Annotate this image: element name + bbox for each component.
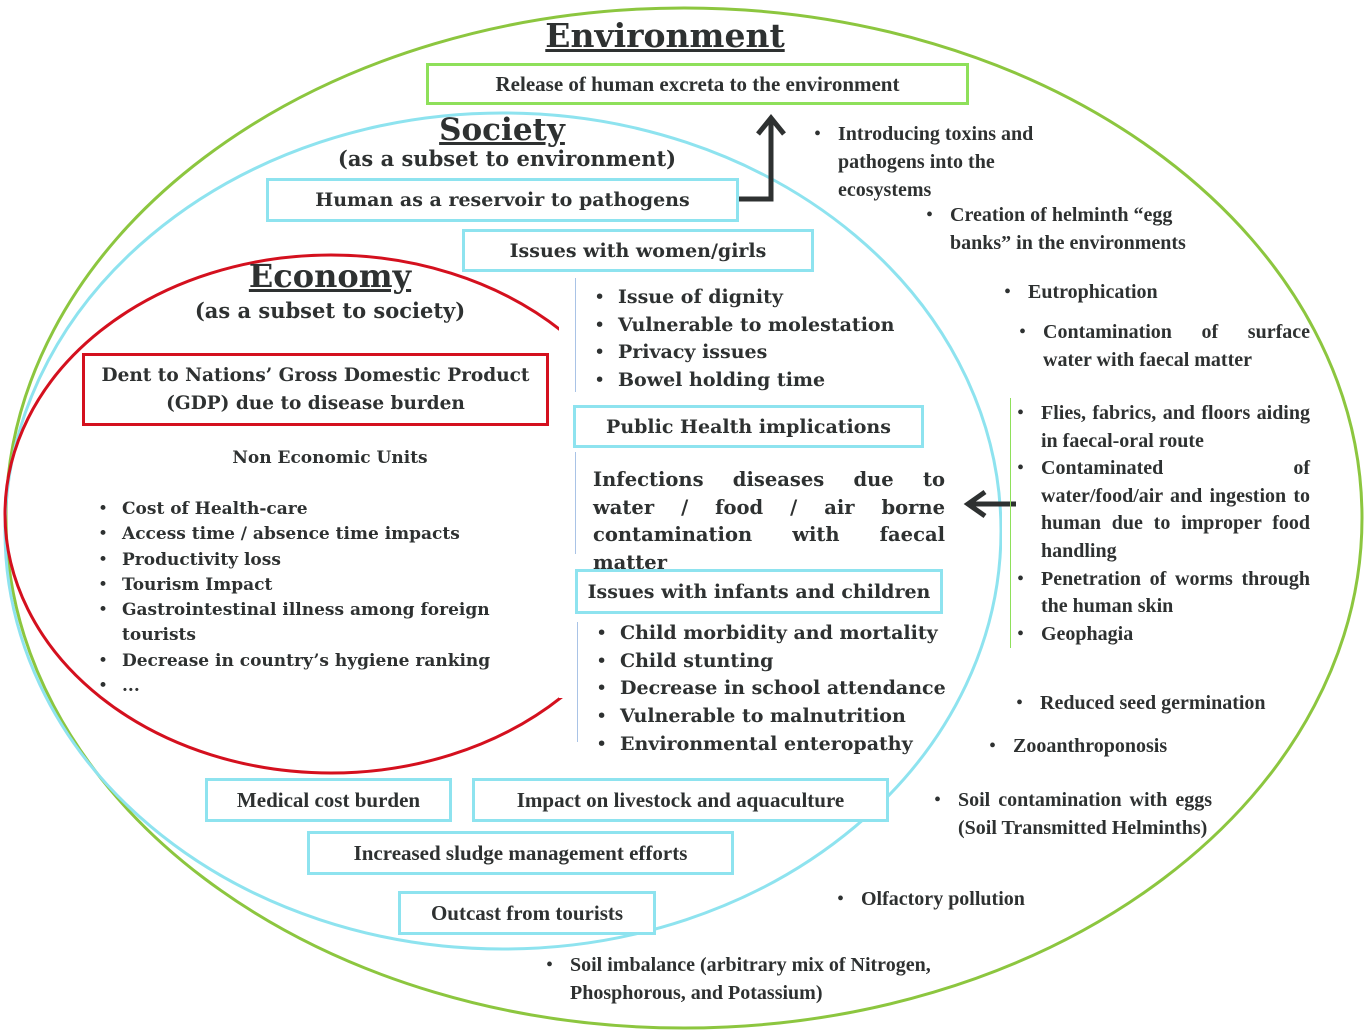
list-item: Flies, fabrics, and floors aiding in fae…	[1013, 400, 1310, 455]
list-item: Gastrointestinal illness among foreign t…	[94, 598, 514, 649]
list-item: Creation of helminth “egg banks” in the …	[922, 201, 1232, 257]
list-item: Access time / absence time impacts	[94, 522, 514, 548]
environment-effect-olfactory: Olfactory pollution	[833, 885, 1093, 913]
gdp-box-text: Dent to Nations’ Gross Domestic Product …	[101, 364, 530, 414]
public-health-text: Infections diseases due to water / food …	[593, 468, 945, 574]
list-item: Contaminated of water/food/air and inges…	[1013, 455, 1310, 565]
non-economic-heading: Non Economic Units	[232, 448, 428, 468]
environment-effect-toxins: Introducing toxins and pathogens into th…	[810, 120, 1070, 204]
list-item: Eutrophication	[1000, 278, 1250, 306]
environment-box: Release of human excreta to the environm…	[426, 63, 969, 105]
list-item: Child morbidity and mortality	[592, 620, 972, 648]
list-item: Bowel holding time	[590, 367, 920, 395]
list-item: Penetration of worms through the human s…	[1013, 566, 1310, 621]
women-girls-box: Issues with women/girls	[462, 229, 814, 272]
list-item: ...	[94, 674, 514, 700]
economy-items-list: Cost of Health-care Access time / absenc…	[94, 497, 514, 700]
women-issues-list: Issue of dignity Vulnerable to molestati…	[590, 284, 920, 395]
list-item: Zooanthroponosis	[985, 732, 1265, 760]
children-issues-list: Child morbidity and mortality Child stun…	[592, 620, 972, 759]
list-item: Decrease in country’s hygiene ranking	[94, 649, 514, 675]
list-item: Privacy issues	[590, 339, 920, 367]
medical-cost-box: Medical cost burden	[205, 778, 452, 822]
society-subtitle: (as a subset to environment)	[337, 146, 677, 171]
gdp-box: Dent to Nations’ Gross Domestic Product …	[82, 353, 549, 426]
economy-title: Economy	[248, 257, 412, 295]
environment-effect-seed: Reduced seed germination	[1012, 689, 1332, 717]
economy-subtitle: (as a subset to society)	[194, 298, 466, 323]
infants-children-box: Issues with infants and children	[575, 569, 943, 614]
transmission-routes-list: Flies, fabrics, and floors aiding in fae…	[1013, 400, 1310, 648]
list-item: Introducing toxins and pathogens into th…	[810, 120, 1070, 204]
environment-effect-surface-water: Contamination of surface water with faec…	[1015, 318, 1310, 374]
list-item: Issue of dignity	[590, 284, 920, 312]
environment-effect-soil-eggs: Soil contamination with eggs (Soil Trans…	[930, 786, 1212, 842]
environment-effect-eutrophication: Eutrophication	[1000, 278, 1250, 306]
reservoir-box: Human as a reservoir to pathogens	[266, 178, 739, 222]
environment-effect-egg-banks: Creation of helminth “egg banks” in the …	[922, 201, 1232, 257]
list-item: Vulnerable to malnutrition	[592, 703, 972, 731]
transmission-divider	[1010, 398, 1011, 648]
list-item: Tourism Impact	[94, 573, 514, 599]
list-item: Productivity loss	[94, 548, 514, 574]
list-item: Soil imbalance (arbitrary mix of Nitroge…	[542, 951, 992, 1007]
list-item: Vulnerable to molestation	[590, 312, 920, 340]
public-health-box: Public Health implications	[573, 405, 924, 448]
list-item: Geophagia	[1013, 621, 1310, 649]
list-item: Contamination of surface water with faec…	[1015, 318, 1310, 374]
list-item: Soil contamination with eggs (Soil Trans…	[930, 786, 1212, 842]
livestock-box: Impact on livestock and aquaculture	[472, 778, 889, 822]
list-item: Olfactory pollution	[833, 885, 1093, 913]
sludge-box: Increased sludge management efforts	[307, 831, 734, 875]
list-item: Child stunting	[592, 648, 972, 676]
list-item: Cost of Health-care	[94, 497, 514, 523]
list-item: Reduced seed germination	[1012, 689, 1332, 717]
public-health-divider	[575, 452, 576, 554]
environment-title: Environment	[545, 16, 785, 55]
environment-effect-zoo: Zooanthroponosis	[985, 732, 1265, 760]
women-list-divider	[575, 278, 576, 392]
list-item: Decrease in school attendance	[592, 675, 972, 703]
tourists-box: Outcast from tourists	[398, 891, 656, 935]
society-title: Society	[439, 112, 565, 148]
environment-effect-soil-imbalance: Soil imbalance (arbitrary mix of Nitroge…	[542, 951, 992, 1007]
children-list-divider	[577, 622, 578, 742]
list-item: Environmental enteropathy	[592, 731, 972, 759]
left-arrow-icon	[963, 489, 1016, 519]
